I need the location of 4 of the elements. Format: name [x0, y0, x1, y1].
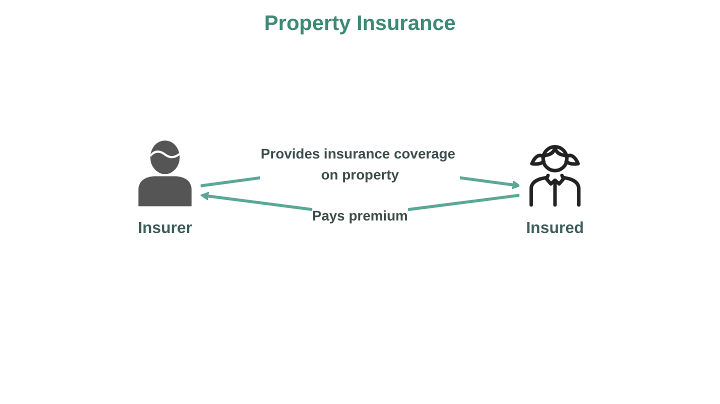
edge-label: Provides insurance coverage on property: [260, 145, 456, 182]
node-text: Insured: [526, 220, 584, 237]
edge-label: Pays premium: [312, 207, 408, 224]
title: Property Insurance: [264, 12, 456, 35]
